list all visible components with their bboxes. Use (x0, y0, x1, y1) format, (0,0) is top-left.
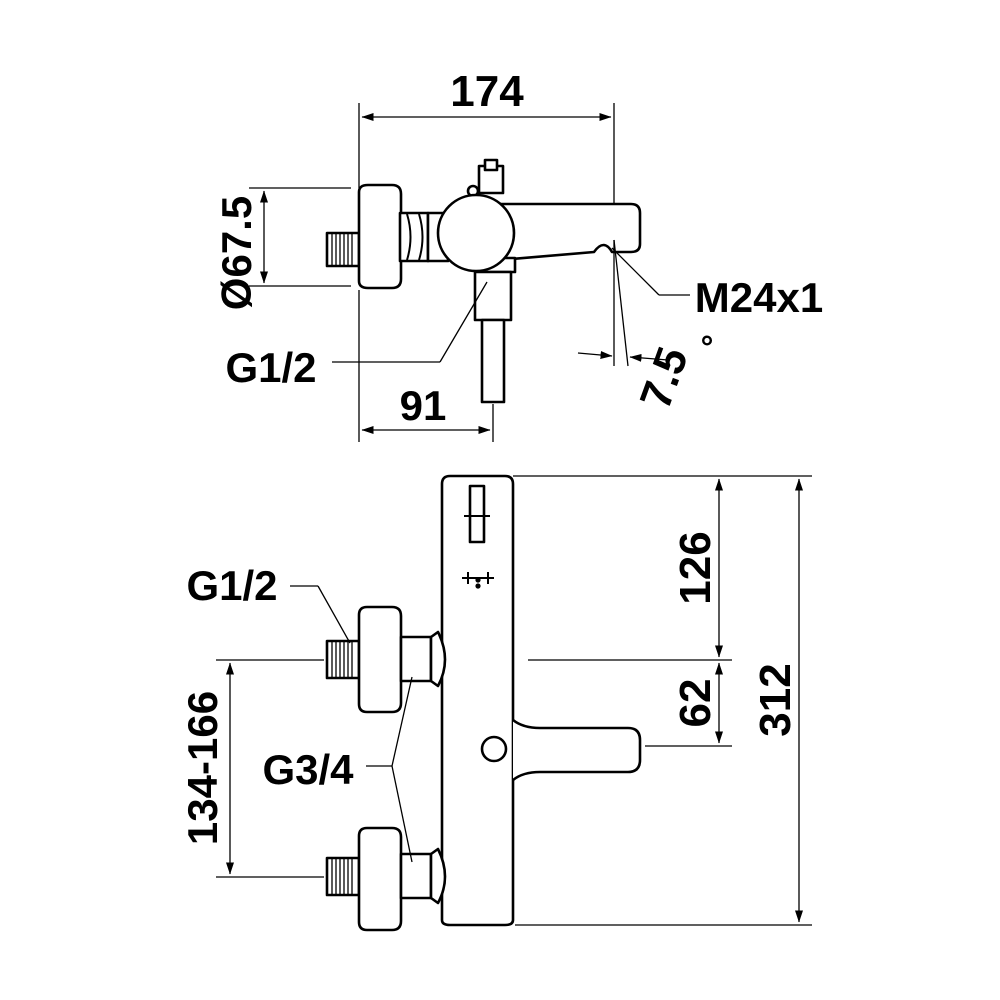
leader-outlet-thread: G3/4 (262, 676, 413, 863)
outlet-thread-label: G3/4 (262, 746, 354, 793)
diverter-button-front (480, 735, 508, 763)
inlet-thread-label-front: G1/2 (186, 562, 277, 609)
leader-inlet-front: G1/2 (186, 562, 351, 644)
mixer-body-top (436, 193, 516, 273)
spout-top (498, 202, 642, 262)
inlet-thread-label-top: G1/2 (225, 344, 316, 391)
inlet-thread-top (325, 231, 361, 268)
dimension-126: 126 (671, 478, 723, 658)
dimension-312: 312 (751, 478, 803, 923)
dimension-centres: 134-166 (179, 659, 324, 878)
dim-centres-label: 134-166 (179, 691, 226, 845)
lower-inlet (325, 826, 447, 932)
angle-unit-label: ° (701, 329, 714, 365)
upper-inlet (325, 605, 447, 714)
dim-upper-height-label: 126 (671, 531, 720, 604)
diverter-knob-top (466, 158, 505, 198)
dimension-91: 91 (358, 290, 494, 442)
dimension-174: 174 (358, 67, 615, 238)
angle-label: 7.5 (631, 341, 698, 415)
leader-spout-thread: M24x1 (611, 247, 823, 321)
outlet-pipe-top (473, 270, 513, 404)
dimension-diameter: Ø67.5 (213, 187, 351, 310)
dim-total-height-label: 312 (751, 663, 800, 736)
spout-front (512, 718, 642, 782)
front-view: G1/2 G3/4 134-166 126 62 31 (179, 474, 812, 932)
dimension-62: 62 (671, 662, 723, 744)
leader-inlet-top: G1/2 (225, 281, 488, 391)
dim-outlet-offset-label: 91 (400, 382, 447, 429)
dim-spout-height-label: 62 (671, 679, 720, 728)
mixer-column (440, 474, 515, 927)
top-view: 174 Ø67.5 (213, 67, 823, 442)
dim-total-width-label: 174 (450, 67, 524, 116)
handle-wheel-top (357, 183, 403, 290)
thermostat-indicator (462, 484, 494, 589)
spout-thread-label: M24x1 (695, 274, 823, 321)
dim-diameter-label: Ø67.5 (213, 196, 260, 310)
dimension-angle: 7.5 ° (577, 239, 714, 415)
